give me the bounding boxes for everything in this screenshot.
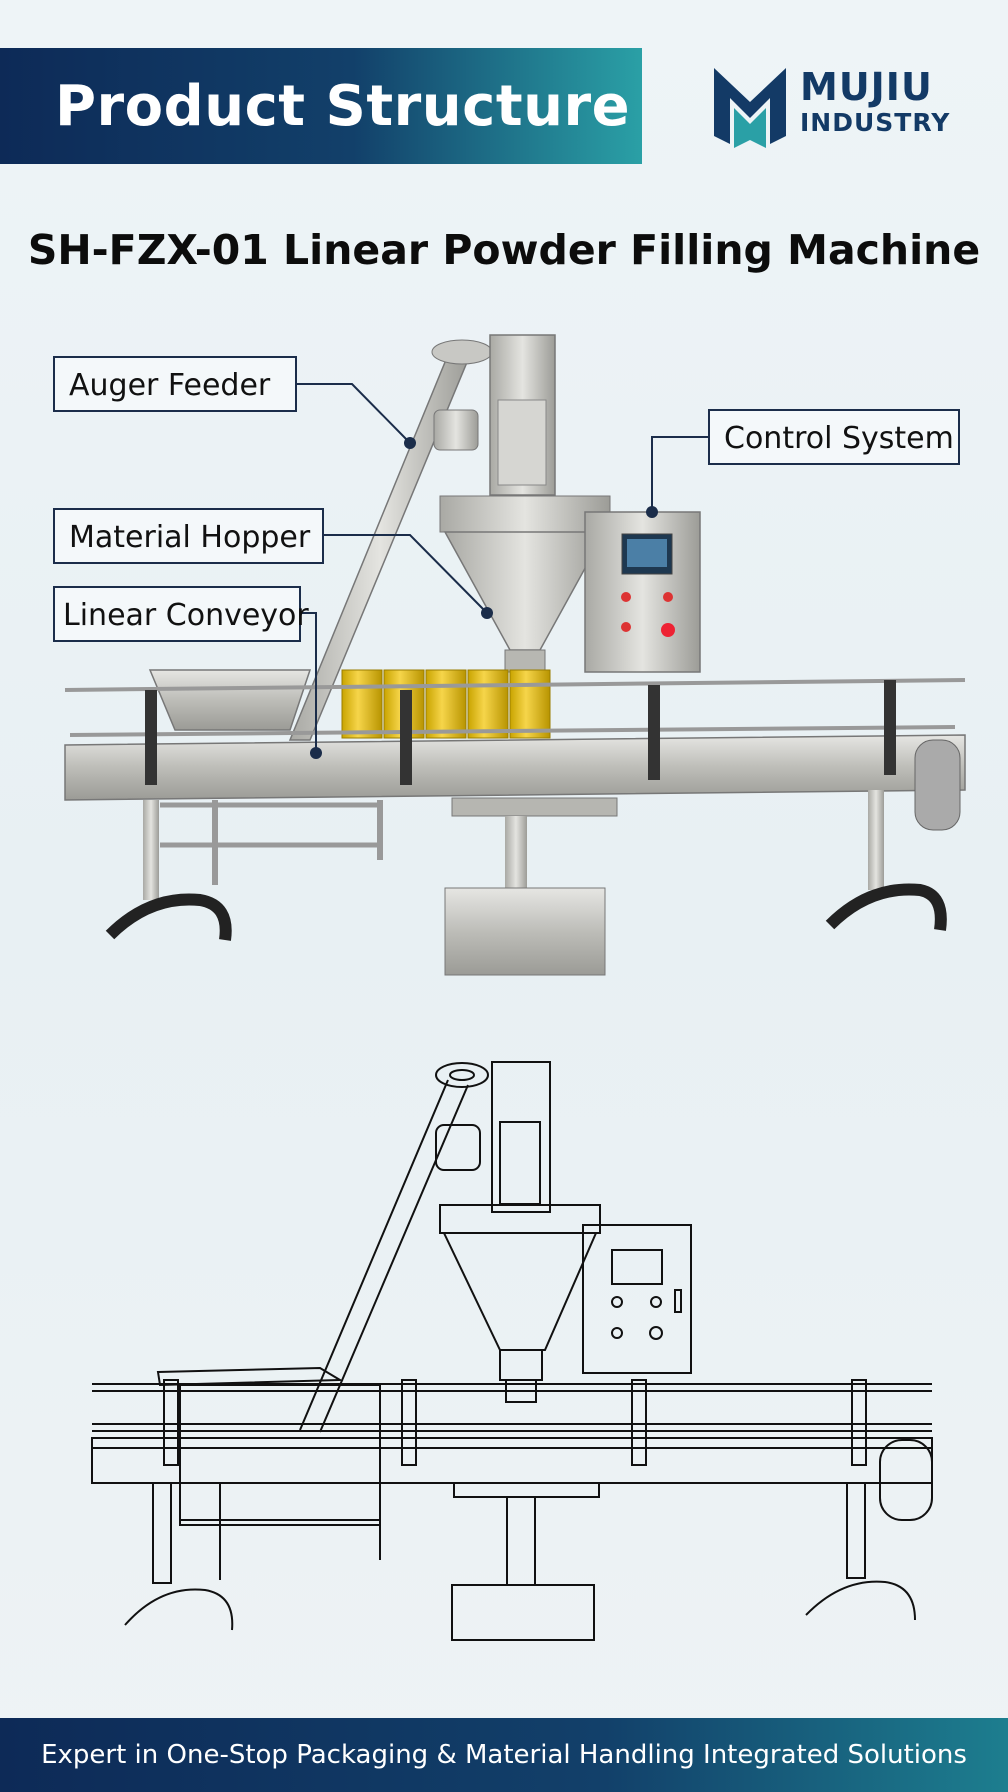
page-title: Product Structure bbox=[55, 73, 631, 139]
brand-name: MUJIU bbox=[800, 65, 933, 109]
machine-photo bbox=[64, 334, 966, 976]
footer-banner: Expert in One-Stop Packaging & Material … bbox=[0, 1718, 1008, 1792]
machine-line-drawing bbox=[91, 1061, 933, 1641]
label-control-system: Control System bbox=[708, 409, 960, 465]
machine-title: SH-FZX-01 Linear Powder Filling Machine bbox=[27, 226, 981, 274]
header-band: Product Structure bbox=[0, 48, 642, 164]
brand-mark-icon bbox=[714, 68, 786, 148]
brand-industry: INDUSTRY bbox=[800, 108, 951, 137]
brand-logo: MUJIU INDUSTRY bbox=[710, 64, 970, 150]
label-auger-feeder: Auger Feeder bbox=[53, 356, 297, 412]
label-material-hopper: Material Hopper bbox=[53, 508, 324, 564]
label-linear-conveyor: Linear Conveyor bbox=[53, 586, 309, 642]
